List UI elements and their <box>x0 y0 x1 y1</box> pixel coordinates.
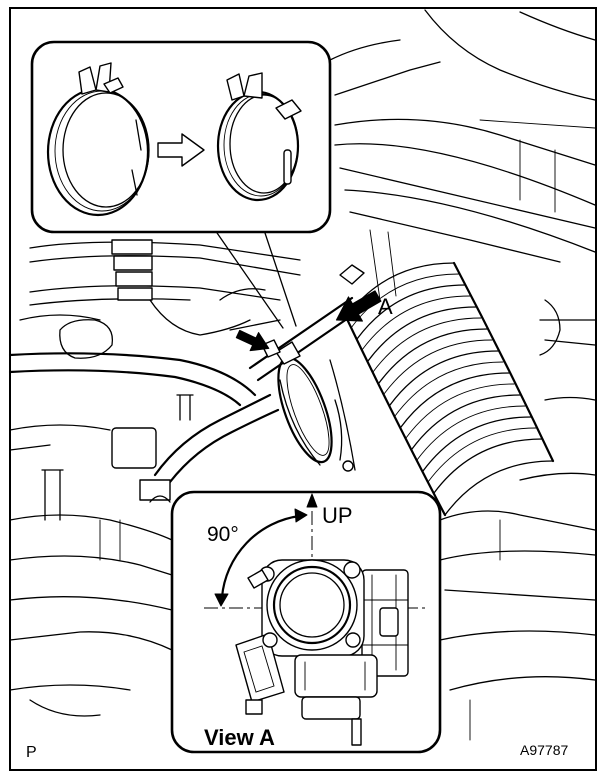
hose-clamp-after <box>216 72 302 202</box>
angle-label: 90° <box>207 523 239 546</box>
callout-label-a: A <box>378 294 393 319</box>
curved-double-arrow-icon <box>214 508 308 607</box>
figure-id: A97787 <box>520 742 568 758</box>
up-direction-label: UP <box>322 503 353 528</box>
callout-frame-top <box>30 40 332 234</box>
view-a-label: View A <box>204 725 275 750</box>
up-arrow-icon <box>306 493 318 508</box>
clamp-detail-callout <box>30 40 332 329</box>
hose-clamp-before <box>46 62 150 217</box>
air-intake-hose <box>344 261 555 517</box>
view-a-callout: 90° UP View A <box>170 490 442 754</box>
engine-background-lines <box>8 9 596 741</box>
corner-mark: P <box>26 744 37 761</box>
black-arrow-icon <box>235 329 270 352</box>
hollow-arrow-icon <box>157 133 205 167</box>
hose-clamp-installed <box>248 264 365 472</box>
black-arrow-icon <box>335 290 382 322</box>
throttle-body <box>235 559 409 746</box>
